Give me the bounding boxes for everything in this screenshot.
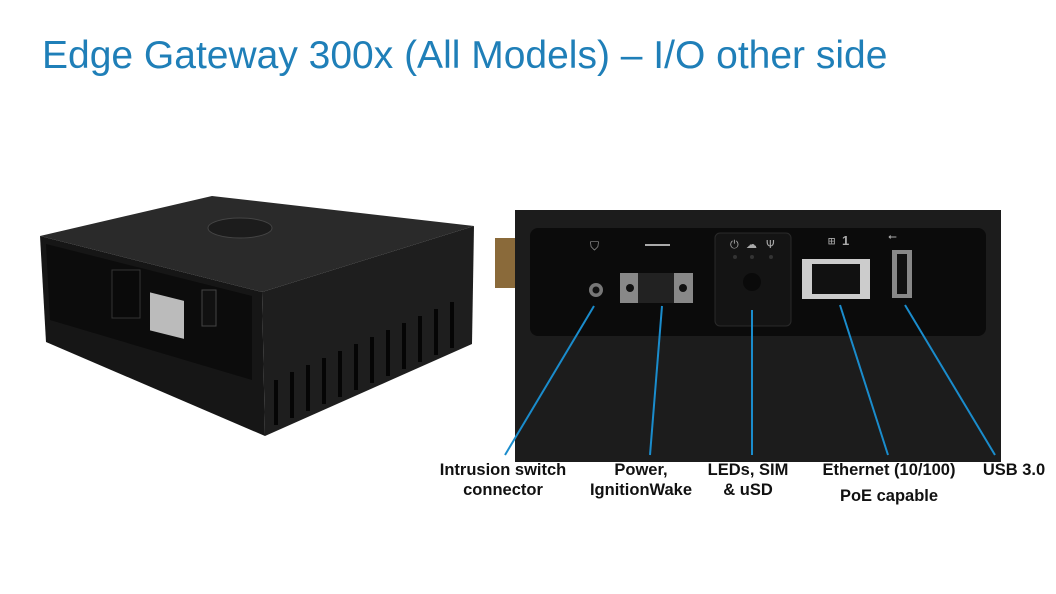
ethernet-port-number: 1 xyxy=(842,233,850,248)
callout-leds-sim: LEDs, SIM & uSD xyxy=(708,460,789,500)
callout-line-power xyxy=(649,305,663,456)
callout-line-usb xyxy=(904,304,996,456)
slide-title: Edge Gateway 300x (All Models) – I/O oth… xyxy=(42,34,888,77)
callout-text: LEDs, SIM xyxy=(707,461,789,479)
cloud-icon: ☁ xyxy=(746,238,757,251)
callout-line-intrusion xyxy=(504,305,595,456)
callout-text: & uSD xyxy=(723,481,773,499)
callout-text: connector xyxy=(463,481,543,499)
device-front-image: ⊞ ⏻ ☁ Ψ ⛉ ⭠ xyxy=(495,210,1001,462)
callout-text: USB 3.0 xyxy=(982,461,1046,479)
callout-ethernet: Ethernet (10/100) PoE capable xyxy=(823,460,956,512)
shield-icon: ⛉ xyxy=(590,239,599,253)
callout-lines xyxy=(504,304,996,456)
antenna-connector xyxy=(495,238,517,288)
device-perspective-image xyxy=(40,196,474,436)
callout-line-ethernet xyxy=(839,304,889,456)
callout-text: Intrusion switch xyxy=(439,461,567,479)
callout-usb: USB 3.0 xyxy=(983,460,1045,480)
ethernet-icon: ⊞ xyxy=(828,234,835,248)
callout-intrusion-switch: Intrusion switch connector xyxy=(440,460,567,500)
callout-text: IgnitionWake xyxy=(589,481,693,499)
callout-power: Power, IgnitionWake xyxy=(590,460,692,500)
antenna-icon: Ψ xyxy=(766,238,775,251)
callout-text: Power, xyxy=(614,461,668,479)
callout-text: Ethernet (10/100) xyxy=(822,461,956,479)
power-icon: ⏻ xyxy=(730,238,739,251)
usb-icon: ⭠ xyxy=(888,230,897,243)
callout-text: PoE capable xyxy=(839,487,939,505)
